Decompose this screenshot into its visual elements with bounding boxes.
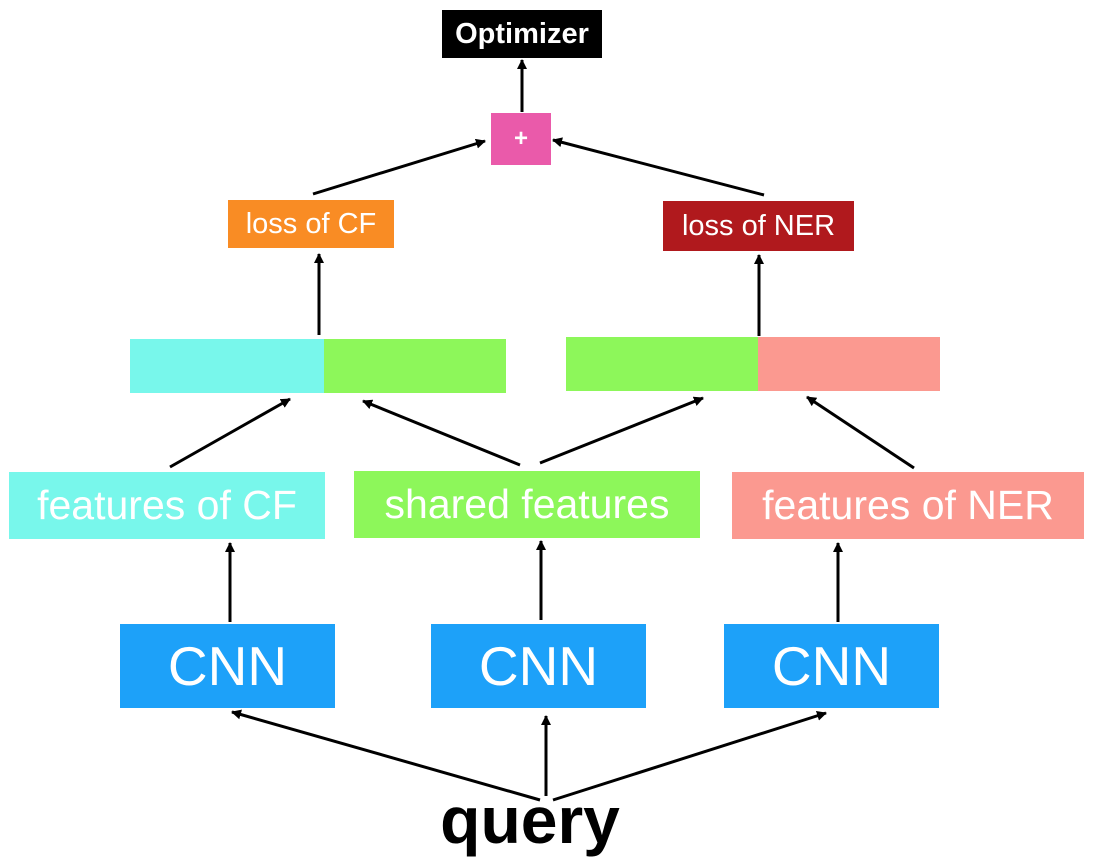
sum-node: + bbox=[491, 113, 551, 165]
arrow-query-to-cnn-right bbox=[552, 710, 827, 802]
features-ner-box: features of NER bbox=[732, 472, 1084, 539]
cnn-left-box: CNN bbox=[120, 624, 335, 708]
shared-features-box: shared features bbox=[354, 471, 700, 538]
arrow-loss-ner-to-plus bbox=[552, 137, 765, 197]
concat-bar-ner-specific-segment bbox=[758, 337, 940, 391]
features-cf-box: features of CF bbox=[9, 472, 325, 539]
arrow-features-cf-to-left-bar bbox=[169, 397, 291, 469]
arrow-features-ner-to-right-bar bbox=[806, 395, 915, 470]
optimizer-label: Optimizer bbox=[455, 17, 589, 50]
cnn-mid-label: CNN bbox=[478, 635, 599, 697]
arrow-query-to-cnn-left bbox=[231, 709, 541, 802]
arrow-shared-to-left-bar bbox=[362, 399, 521, 467]
optimizer-box: Optimizer bbox=[442, 10, 602, 58]
cnn-right-box: CNN bbox=[724, 624, 939, 708]
cnn-right-label: CNN bbox=[771, 635, 892, 697]
shared-features-label: shared features bbox=[384, 481, 670, 527]
cnn-mid-box: CNN bbox=[431, 624, 646, 708]
loss-cf-label: loss of CF bbox=[245, 207, 377, 240]
loss-ner-box: loss of NER bbox=[663, 201, 854, 251]
concat-bar-ner-shared-segment bbox=[566, 337, 758, 391]
features-cf-label: features of CF bbox=[37, 482, 297, 528]
plus-label: + bbox=[513, 125, 528, 152]
loss-cf-box: loss of CF bbox=[228, 200, 394, 248]
concat-bar-cf-shared-segment bbox=[324, 339, 506, 393]
loss-ner-label: loss of NER bbox=[681, 209, 836, 242]
arrow-shared-to-right-bar bbox=[539, 396, 704, 465]
features-ner-label: features of NER bbox=[762, 482, 1054, 528]
query-label: query bbox=[440, 783, 620, 857]
arrow-loss-cf-to-plus bbox=[312, 138, 486, 196]
concat-bar-cf-specific-segment bbox=[130, 339, 324, 393]
cnn-left-label: CNN bbox=[167, 635, 288, 697]
